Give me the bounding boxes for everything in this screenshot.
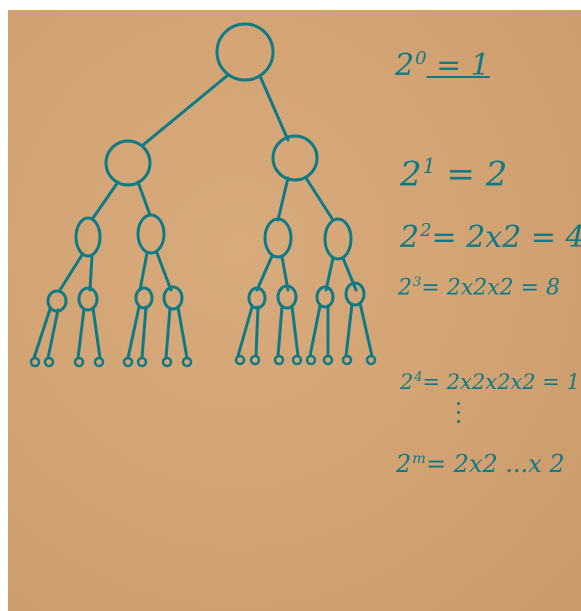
binary-tree-drawing [29, 22, 377, 368]
tree-leaf-node [322, 354, 334, 366]
tree-node-level2 [263, 217, 293, 259]
equation-power-m: 2m= 2x2 ...x 2 [396, 450, 565, 478]
tree-leaf-node [43, 356, 55, 368]
tree-leaf-node [161, 356, 173, 368]
tree-node-level1-left [104, 139, 152, 187]
tree-node-level1-right [271, 134, 319, 182]
tree-leaf-node [234, 354, 246, 366]
equation-power-3: 23= 2x2x2 = 8 [398, 275, 561, 301]
tree-node-level3 [162, 285, 184, 311]
tree-node-level3 [77, 286, 99, 312]
tree-node-level3 [344, 281, 366, 307]
tree-leaf-node [273, 354, 285, 366]
paper-background: 20 = 1 21 = 2 22= 2x2 = 4 23= 2x2x2 = 8 … [8, 10, 581, 611]
tree-leaf-node [291, 354, 303, 366]
tree-leaf-node [181, 356, 193, 368]
equation-power-0: 20 = 1 [395, 48, 490, 83]
tree-leaf-node [136, 356, 148, 368]
tree-node-level3 [276, 284, 298, 310]
equation-power-4: 24= 2x2x2x2 = 1 [400, 369, 580, 394]
continuation-dots [457, 402, 463, 429]
tree-leaf-node [305, 354, 317, 366]
tree-node-level2 [74, 216, 102, 258]
equation-power-1: 21 = 2 [400, 154, 508, 195]
tree-leaf-node [365, 354, 377, 366]
equation-power-2: 22= 2x2 = 4 [400, 220, 581, 255]
tree-root-node [215, 22, 275, 82]
tree-node-level3 [315, 285, 335, 309]
tree-leaf-node [93, 356, 105, 368]
tree-leaf-node [249, 354, 261, 366]
tree-node-level2 [323, 217, 353, 261]
tree-node-level3 [134, 286, 154, 310]
tree-leaf-node [341, 354, 353, 366]
tree-leaf-node [122, 356, 134, 368]
tree-leaf-node [73, 356, 85, 368]
tree-node-level2 [136, 213, 166, 255]
tree-leaf-node [29, 356, 41, 368]
